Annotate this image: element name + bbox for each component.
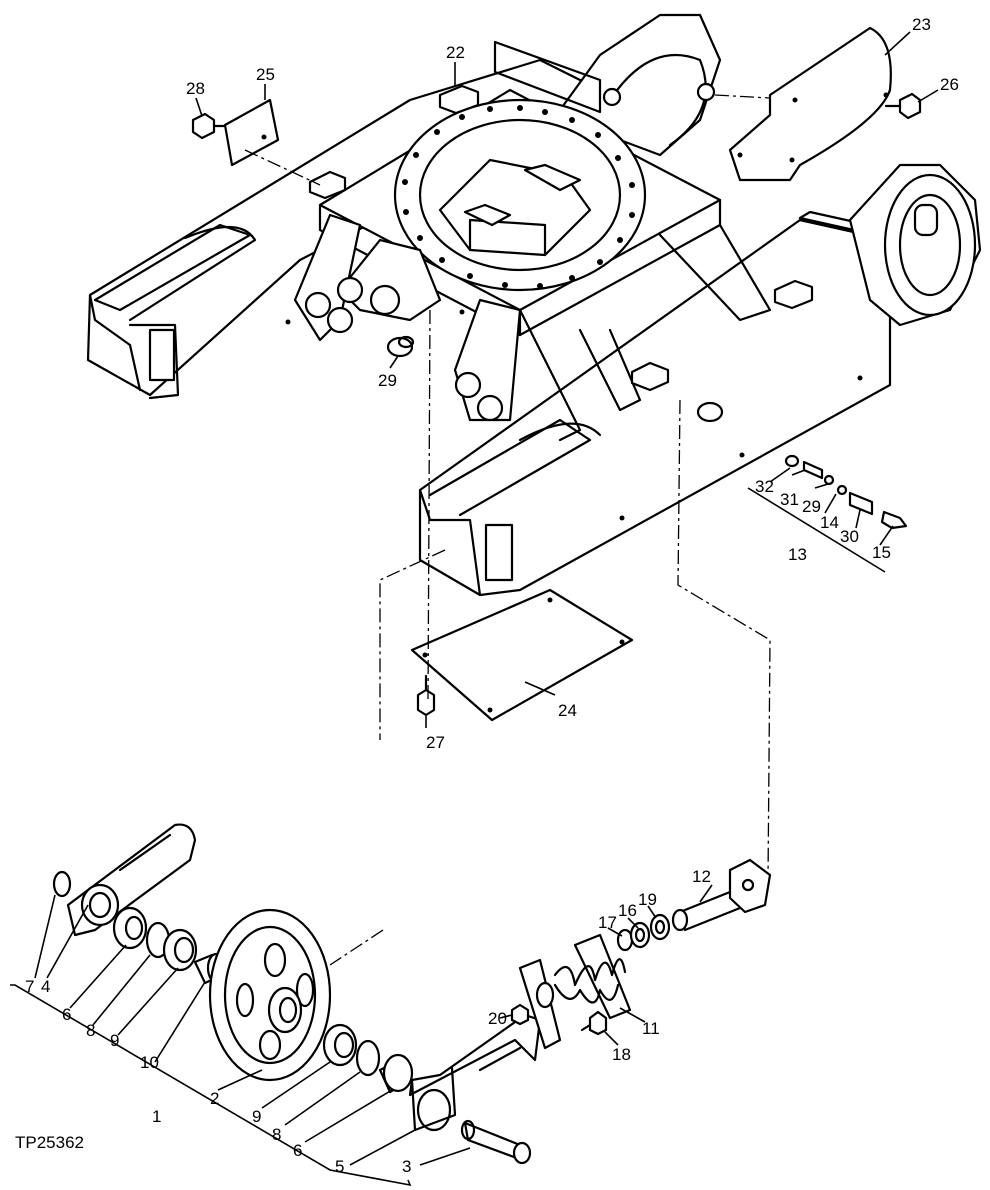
ring-19 bbox=[649, 913, 671, 941]
callout-29: 29 bbox=[802, 497, 821, 516]
idler-yoke-5 bbox=[408, 1013, 542, 1132]
callout-16: 16 bbox=[618, 901, 637, 920]
callout-1: 1 bbox=[152, 1107, 161, 1126]
adjuster-cylinder-12 bbox=[671, 858, 772, 932]
callout-19: 19 bbox=[638, 890, 657, 909]
callout-25: 26 bbox=[940, 75, 959, 94]
callout-5: 5 bbox=[335, 1157, 344, 1176]
callout-32: 32 bbox=[755, 477, 774, 496]
recoil-spring-11 bbox=[518, 933, 632, 1050]
callout-2: 2 bbox=[210, 1089, 219, 1108]
callout-28: 29 bbox=[378, 371, 397, 390]
callout-6b: 6 bbox=[293, 1141, 302, 1160]
callout-3: 3 bbox=[402, 1157, 411, 1176]
callout-18: 18 bbox=[612, 1045, 631, 1064]
bolt-25 bbox=[884, 92, 922, 120]
seal-6a bbox=[112, 906, 148, 950]
bearing-9a bbox=[162, 928, 198, 972]
callout-11: 11 bbox=[642, 1019, 660, 1038]
bolt-18 bbox=[580, 1010, 608, 1036]
seal-6b bbox=[378, 1053, 414, 1094]
callout-10: 10 bbox=[140, 1053, 159, 1072]
callout-15: 15 bbox=[872, 543, 891, 562]
callout-labels: 28 25 22 23 26 29 32 31 29 14 30 15 13 2… bbox=[25, 15, 959, 1176]
cover-plate-23 bbox=[410, 588, 634, 722]
callout-6a: 6 bbox=[62, 1005, 71, 1024]
cover-plate-22 bbox=[728, 26, 892, 182]
callout-8a: 8 bbox=[86, 1021, 95, 1040]
plug-28 bbox=[386, 335, 415, 358]
callout-27: 28 bbox=[186, 79, 205, 98]
bolt-20 bbox=[510, 1003, 530, 1026]
bearing-9b bbox=[322, 1023, 358, 1067]
callout-17: 17 bbox=[598, 913, 617, 932]
callout-12: 12 bbox=[692, 867, 711, 886]
bolt-26 bbox=[416, 674, 436, 717]
callout-26: 27 bbox=[426, 733, 445, 752]
callout-20: 20 bbox=[488, 1009, 507, 1028]
figure-id: TP25362 bbox=[15, 1133, 84, 1152]
callout-30: 30 bbox=[840, 527, 859, 546]
snap-ring-7 bbox=[52, 870, 72, 898]
callout-7: 7 bbox=[25, 977, 34, 996]
bolt-27 bbox=[191, 112, 226, 140]
callout-24: 25 bbox=[256, 65, 275, 84]
callout-13: 13 bbox=[788, 545, 807, 564]
ring-8b bbox=[355, 1039, 381, 1077]
seal-16 bbox=[629, 921, 651, 949]
callout-9a: 9 bbox=[110, 1031, 119, 1050]
callout-4: 4 bbox=[41, 977, 50, 996]
pin-3 bbox=[460, 1119, 532, 1165]
leader-lines bbox=[10, 31, 939, 1187]
callout-23: 24 bbox=[558, 701, 577, 720]
callout-14: 14 bbox=[820, 513, 839, 532]
callout-21: 22 bbox=[446, 43, 465, 62]
cover-plate-24 bbox=[223, 98, 280, 167]
callout-22: 23 bbox=[912, 15, 931, 34]
callout-9b: 9 bbox=[252, 1107, 261, 1126]
adjuster-fitting-assembly bbox=[747, 454, 908, 573]
callout-8b: 8 bbox=[272, 1125, 281, 1144]
idler-yoke-4 bbox=[66, 823, 197, 937]
idler-wheel-2 bbox=[208, 908, 332, 1082]
callout-31: 31 bbox=[780, 490, 799, 509]
seal-17 bbox=[616, 928, 634, 952]
track-frame bbox=[86, 13, 982, 597]
bolt-circle bbox=[402, 105, 635, 289]
